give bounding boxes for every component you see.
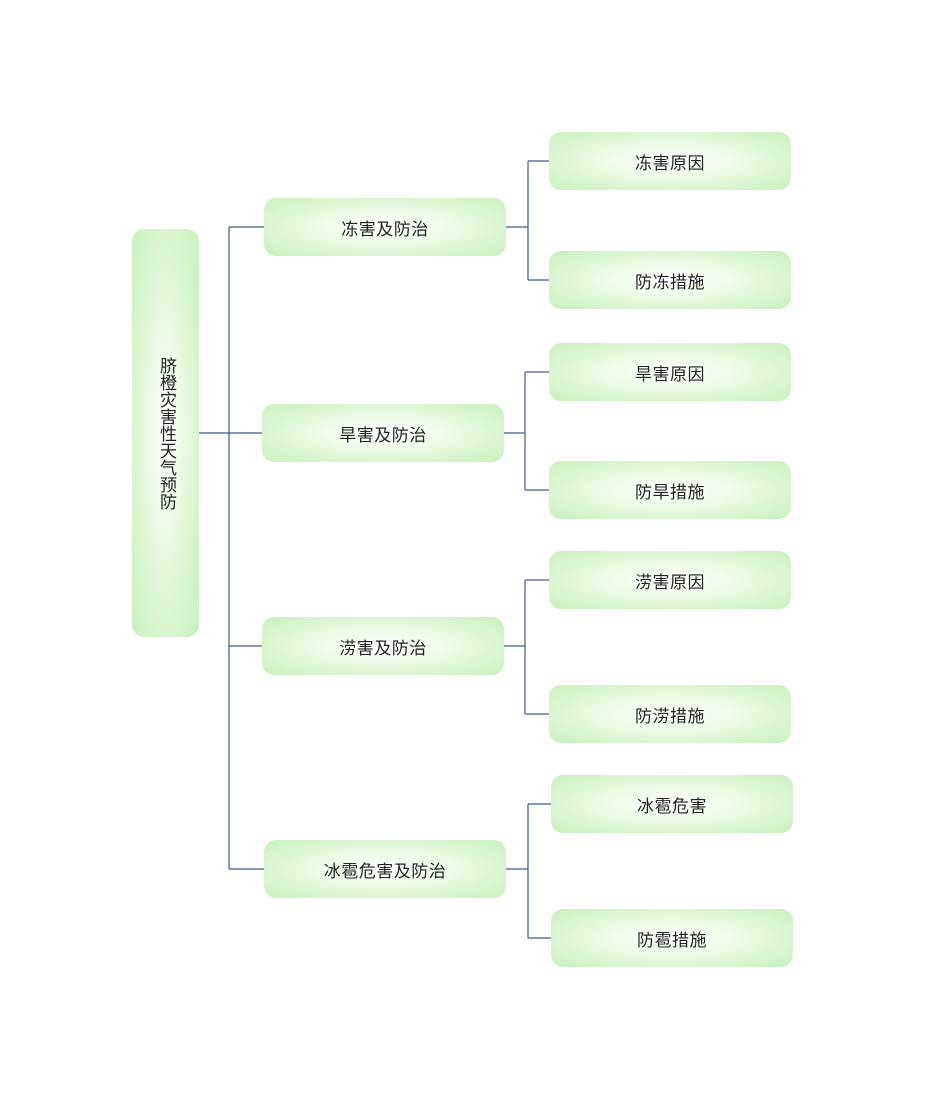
leaf-node-hail-damage: 冰雹危害: [551, 775, 793, 833]
leaf-node-label: 防雹措施: [637, 930, 707, 951]
leaf-node-drought-measures: 防旱措施: [549, 461, 791, 519]
branch-node-label: 冻害及防治: [341, 219, 429, 240]
leaf-node-drought-cause: 旱害原因: [549, 343, 791, 401]
branch-node-label: 旱害及防治: [339, 425, 427, 446]
leaf-node-label: 涝害原因: [635, 572, 705, 593]
leaf-node-waterlogging-cause: 涝害原因: [549, 551, 791, 609]
leaf-node-hail-measures: 防雹措施: [551, 909, 793, 967]
leaf-node-label: 防冻措施: [635, 272, 705, 293]
branch-node-label: 涝害及防治: [339, 638, 427, 659]
branch-node-hail: 冰雹危害及防治: [264, 840, 506, 898]
leaf-node-label: 冰雹危害: [637, 796, 707, 817]
branch-node-frost: 冻害及防治: [264, 198, 506, 256]
leaf-node-waterlogging-measures: 防涝措施: [549, 685, 791, 743]
branch-node-label: 冰雹危害及防治: [323, 861, 447, 882]
leaf-node-frost-measures: 防冻措施: [549, 251, 791, 309]
root-node-label: 脐橙灾害性天气预防: [156, 356, 176, 510]
branch-node-drought: 旱害及防治: [262, 404, 504, 462]
leaf-node-frost-cause: 冻害原因: [549, 132, 791, 190]
leaf-node-label: 冻害原因: [635, 153, 705, 174]
leaf-node-label: 防旱措施: [635, 482, 705, 503]
branch-node-waterlogging: 涝害及防治: [262, 617, 504, 675]
root-node: 脐橙灾害性天气预防: [132, 229, 199, 637]
leaf-node-label: 旱害原因: [635, 364, 705, 385]
leaf-node-label: 防涝措施: [635, 706, 705, 727]
